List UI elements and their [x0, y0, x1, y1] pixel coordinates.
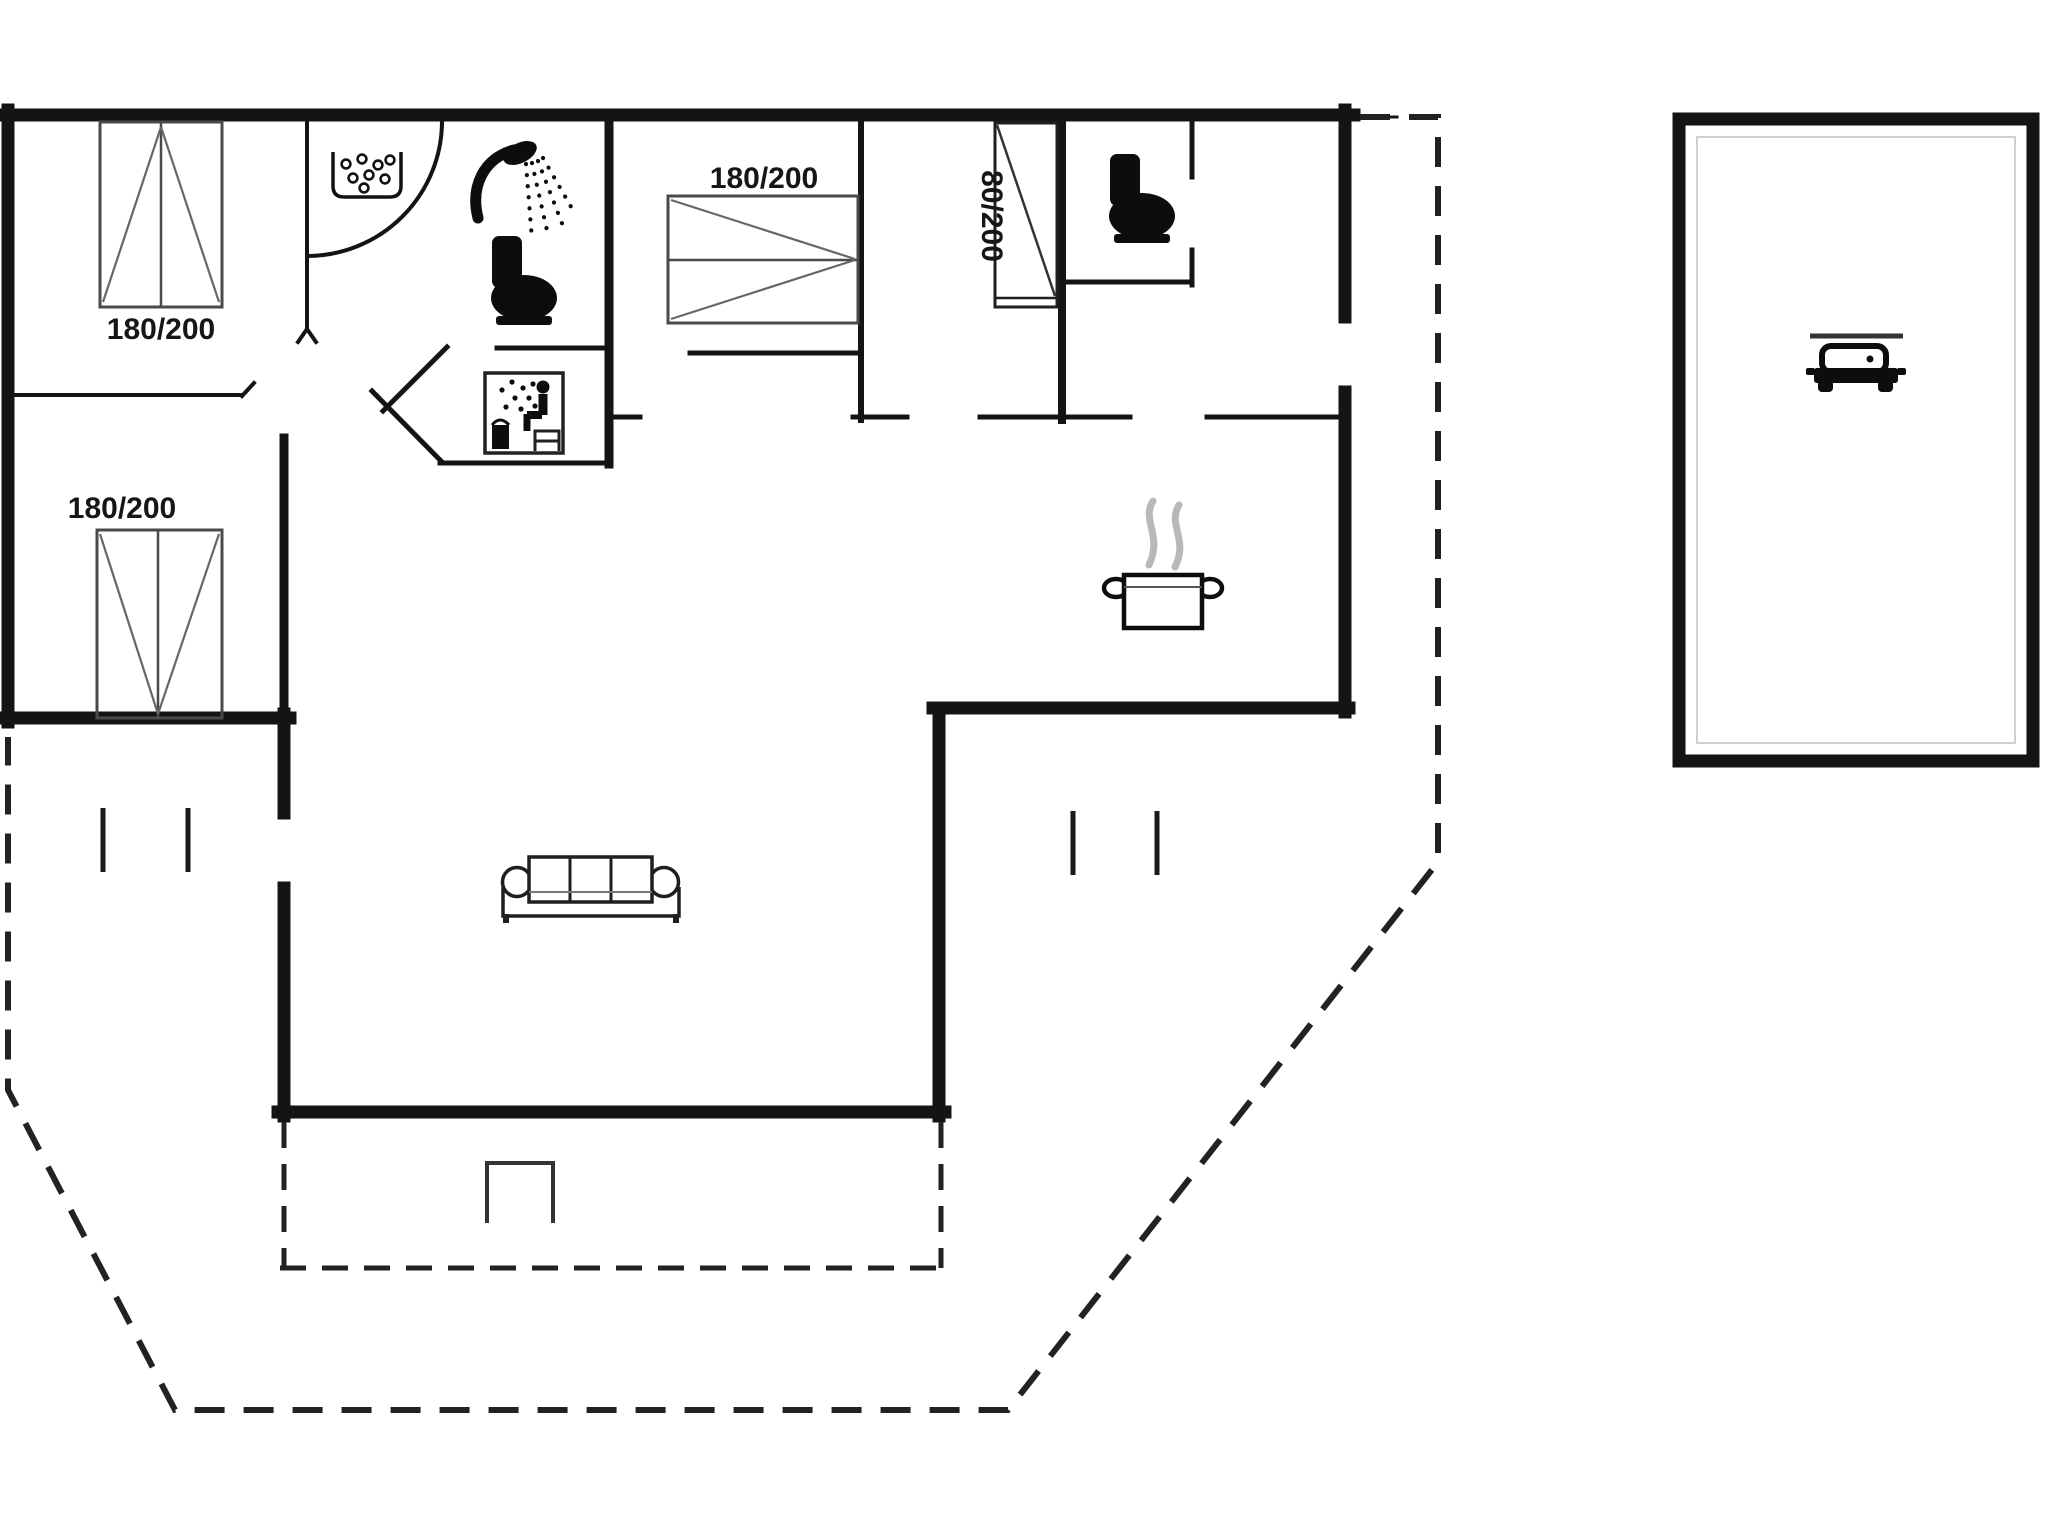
- sauna-steam-dots: [499, 379, 538, 412]
- bed-duvet-line: [670, 258, 856, 321]
- bed-duvet-line: [995, 124, 1057, 297]
- steam-wisp: [1171, 501, 1184, 571]
- bed-bottom-left: [95, 528, 224, 720]
- site-boundary-dashed: [5, 114, 1441, 1413]
- sauna-bucket: [490, 418, 511, 449]
- car-wheel-left: [1818, 380, 1833, 392]
- bed-duvet-line: [101, 126, 163, 303]
- car-mirror-right: [1897, 368, 1906, 375]
- whirlpool-tub-icon: [331, 152, 403, 199]
- stove-pot-icon: [1101, 497, 1225, 631]
- bed-duvet-line: [670, 198, 856, 261]
- door-tick-bedroom1-south: [239, 380, 257, 399]
- bed-label-single: 80/200: [975, 170, 1008, 262]
- carport: [1672, 112, 2040, 768]
- whirlpool-arc: [304, 118, 445, 259]
- tub-outline: [331, 152, 403, 199]
- bed-duvet-line: [156, 533, 221, 715]
- terrace-step-outline: [485, 1161, 555, 1223]
- carport-wall-inner-edge: [1696, 136, 2016, 744]
- bed-outline: [95, 528, 224, 720]
- sauna-bench: [533, 429, 561, 451]
- bed-label-bottom-left: 180/200: [68, 492, 176, 525]
- carport-walls: [1672, 112, 2040, 768]
- sofa-cushions: [527, 855, 654, 904]
- sofa-armrest-left: [500, 865, 534, 899]
- interior-walls: [8, 115, 1399, 723]
- car-body: [1814, 368, 1898, 383]
- shower-icon: [470, 141, 577, 243]
- shower-spray: [523, 155, 577, 243]
- bubbles: [340, 153, 396, 194]
- bed-label-top-left: 180/200: [107, 313, 215, 346]
- sofa-base: [501, 887, 681, 918]
- shower-head: [503, 141, 537, 165]
- toilet-icon-bathroom: [491, 236, 557, 325]
- bed-label-middle: 180/200: [710, 162, 818, 195]
- bed-top-left: [98, 120, 224, 309]
- car-mirror-left: [1806, 368, 1815, 375]
- sauna-person: [523, 380, 550, 431]
- bed-outline: [993, 121, 1059, 309]
- terrace-step: [485, 1161, 555, 1223]
- bed-duvet-line: [159, 126, 221, 303]
- bed-single: [993, 121, 1059, 309]
- car-mirror-inner: [1866, 355, 1874, 363]
- bed-middle: [666, 194, 860, 325]
- bed-duvet-line: [98, 533, 160, 715]
- car-wheel-right: [1878, 380, 1893, 392]
- sauna-icon: [483, 371, 565, 455]
- car-icon: [1806, 333, 1906, 392]
- exterior-walls: [0, 103, 1361, 1123]
- toilet-icon-wc: [1109, 154, 1175, 243]
- wall-diagonal-corner: [368, 387, 445, 465]
- sofa-icon: [500, 855, 681, 923]
- opening-ticks: [100, 808, 1160, 875]
- wall-diagonal-door: [379, 343, 451, 415]
- sofa-armrest-right: [647, 865, 681, 899]
- steam-wisp: [1145, 497, 1158, 569]
- dashed-outlines: [5, 114, 1441, 1413]
- door-tick-bedroom1-east: [295, 325, 319, 345]
- pot-body: [1121, 572, 1205, 631]
